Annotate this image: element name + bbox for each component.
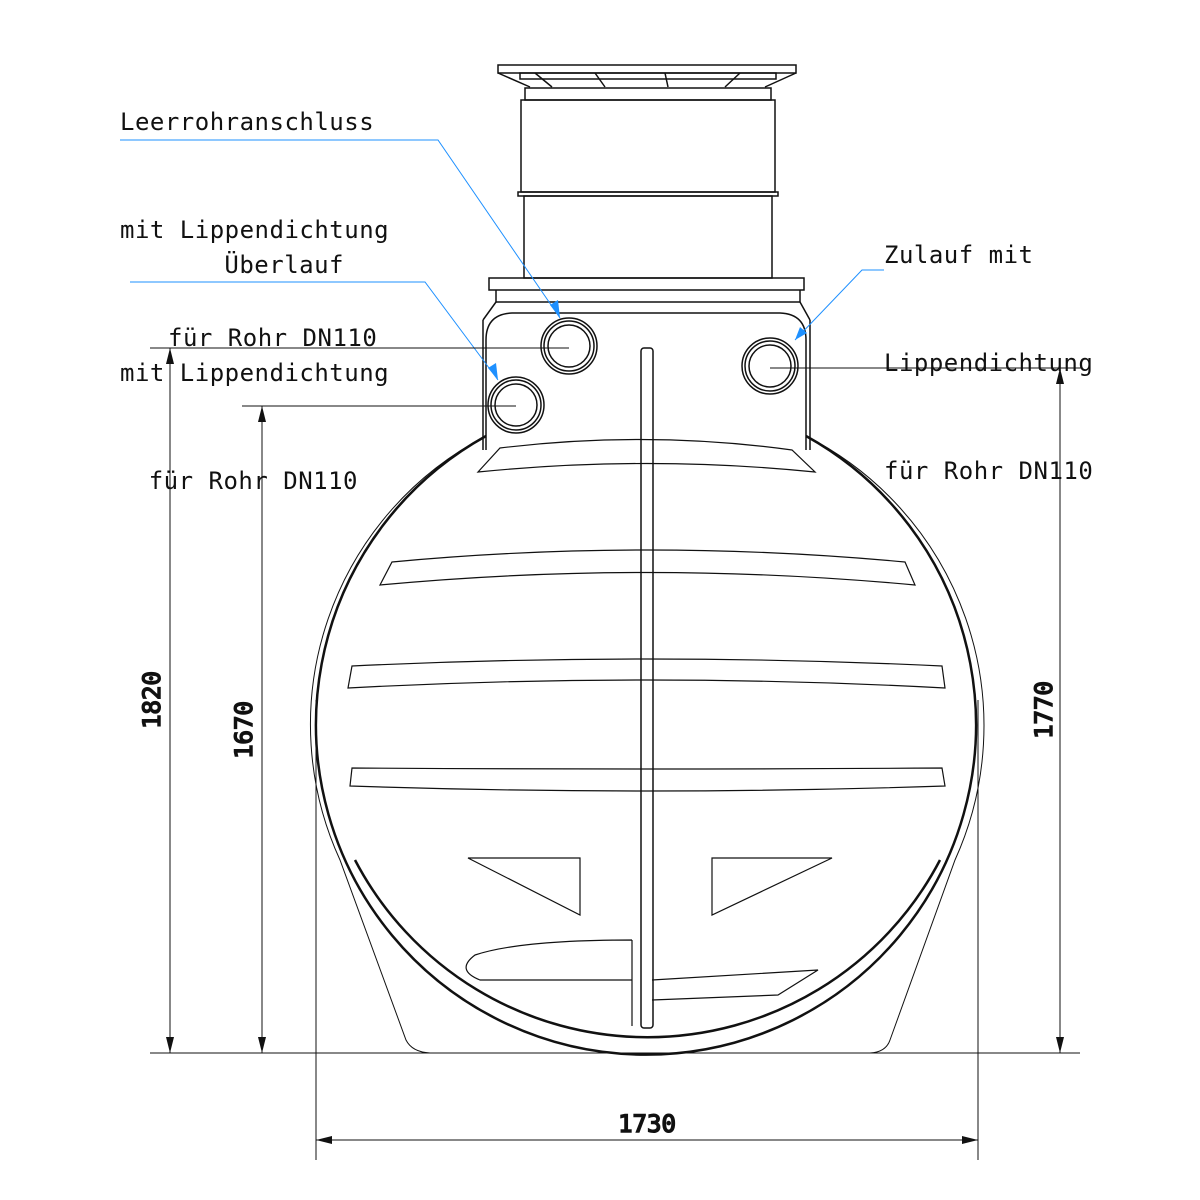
label-line: für Rohr DN110 (148, 467, 358, 495)
manhole-cover (497, 64, 797, 101)
label-line: Leerrohranschluss (120, 108, 375, 136)
riser-shaft (482, 99, 811, 450)
label-line: für Rohr DN110 (884, 457, 1094, 485)
dimension-arrows (166, 348, 1064, 1144)
label-line: Lippendichtung (884, 349, 1094, 377)
dimension-lines (150, 347, 1082, 1160)
pipe-ueberlauf (487, 376, 545, 434)
pipe-leerrohr (540, 317, 598, 375)
dim-width: 1730 (618, 1110, 676, 1138)
tank-body (150, 434, 1080, 1056)
label-line: mit Lippendichtung (120, 359, 390, 387)
leader-arrows (488, 300, 807, 380)
label-line: für Rohr DN110 (168, 324, 378, 352)
label-line: mit Lippendichtung (120, 216, 390, 244)
label-line: Zulauf mit (884, 241, 1034, 269)
center-baffle (640, 347, 654, 1029)
label-line: Überlauf (224, 251, 344, 279)
dim-total-height: 1820 (138, 671, 166, 729)
dim-overflow-height: 1670 (230, 701, 258, 759)
pipe-zulauf (741, 337, 799, 395)
label-ueberlauf: Überlauf mit Lippendichtung für Rohr DN1… (120, 175, 390, 535)
label-leerrohr: Leerrohranschluss mit Lippendichtung für… (120, 32, 389, 392)
dim-inlet-height: 1770 (1030, 681, 1058, 739)
ribs (347, 438, 946, 1026)
label-zulauf: Zulauf mit Lippendichtung für Rohr DN110 (884, 165, 1093, 525)
leader-lines (120, 139, 884, 381)
